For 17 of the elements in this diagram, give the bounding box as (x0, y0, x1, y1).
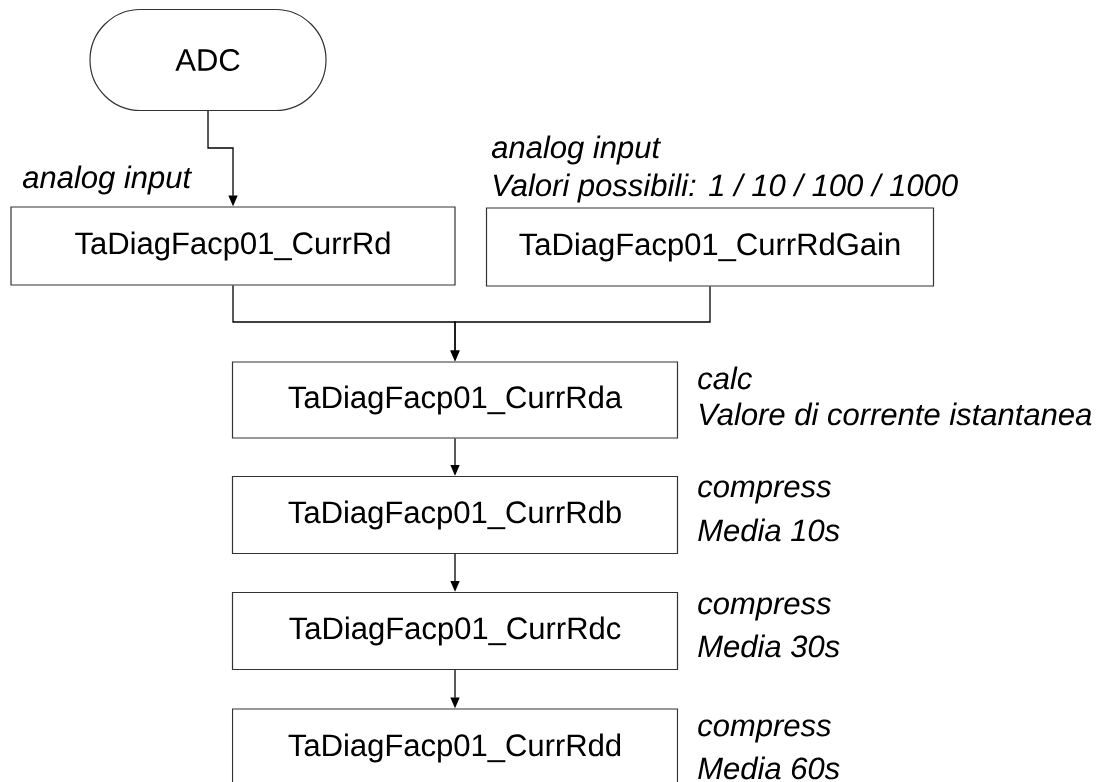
annotation-text: analog input (491, 135, 662, 165)
process-box: TaDiagFacp01_CurrRdd (231, 708, 679, 782)
process-box: TaDiagFacp01_CurrRda (231, 361, 679, 439)
annotation-text: Media 30s (698, 634, 840, 658)
annotation-text: compress (698, 719, 831, 743)
process-box: TaDiagFacp01_CurrRdGain (485, 207, 935, 287)
annotation-text: analog input (22, 165, 193, 195)
annotation-text: Valore di corrente istantanea (699, 402, 1092, 426)
process-box: TaDiagFacp01_CurrRdb (231, 475, 679, 555)
annotation-text: compress (698, 480, 831, 504)
process-box: TaDiagFacp01_CurrRd (10, 206, 456, 286)
process-box: TaDiagFacp01_CurrRdc (231, 591, 679, 671)
annotation-text: Media 10s (698, 518, 840, 542)
annotation-text: compress (698, 597, 831, 621)
annotation-text: calc (698, 366, 752, 390)
annotation-text: Valori possibili: 1 / 10 / 100 / 1000 (493, 173, 958, 203)
annotation-text: Media 60s (698, 756, 840, 780)
